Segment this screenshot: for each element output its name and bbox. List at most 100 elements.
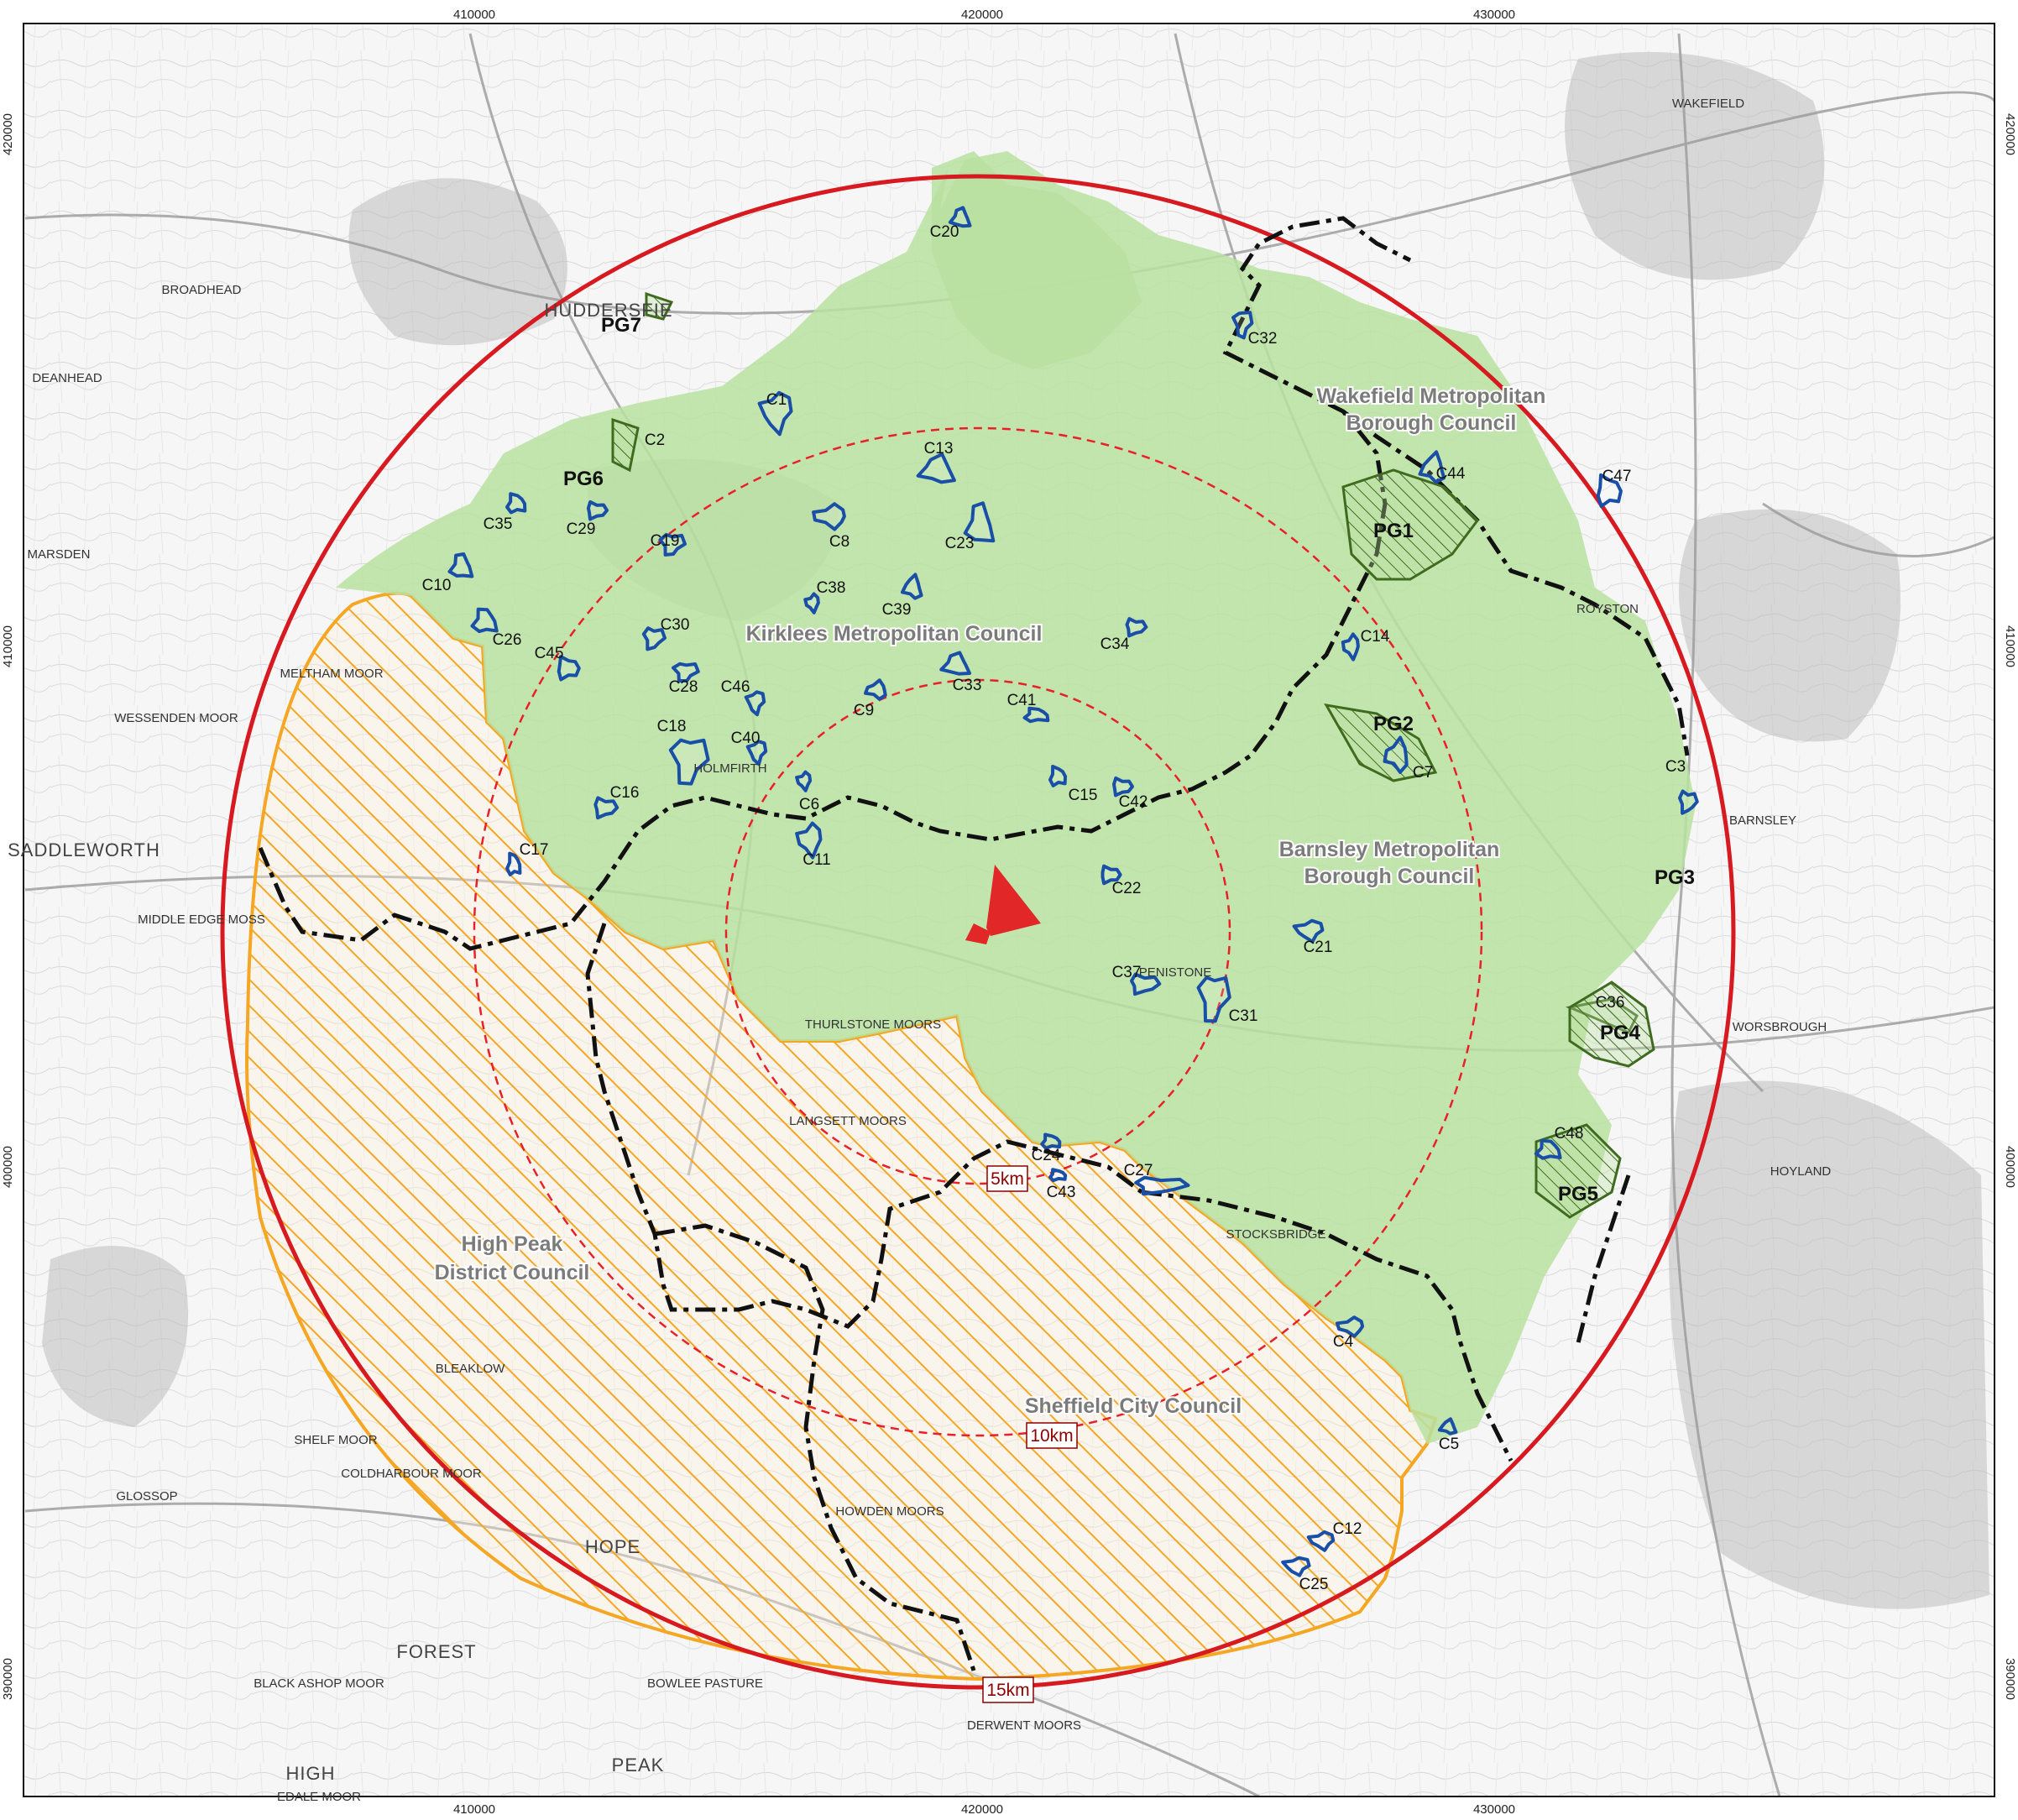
site-outline-c48 [1534,1138,1562,1160]
pg-label-pg3: PG3 [1655,866,1695,889]
grid-label-easting-bottom: 420000 [961,1802,1003,1817]
place-label: DERWENT MOORS [967,1718,1081,1733]
study-area-green-north [932,151,1142,369]
site-label-c30: C30 [661,616,690,634]
urban-areas [42,51,1989,1609]
site-outline-c22 [1100,864,1122,886]
grid-label-easting-top: 410000 [453,8,495,22]
site-outline-c28 [672,662,700,682]
council-label-high-peak: High Peak [462,1232,563,1256]
site-label-c38: C38 [817,579,846,597]
site-outline-c21 [1292,918,1325,944]
site-outline-c43 [1048,1168,1068,1183]
site-label-c7: C7 [1413,764,1433,782]
place-label: FOREST [396,1641,476,1662]
grid-label-easting-top: 420000 [961,8,1003,22]
site-outline-c10 [447,552,474,578]
pg-label-pg2: PG2 [1373,713,1414,735]
site-outline-c1 [757,390,793,437]
site-outline-c9 [864,678,887,701]
ring-label-15km: 15km [986,1681,1029,1700]
site-outline-c26 [470,607,499,634]
place-labels: HUDDERSFIEWAKEFIELDROYSTONBARNSLEYWORSBR… [8,97,1831,1804]
site-outline-c31 [1196,975,1231,1023]
site-outline-c41 [1022,706,1050,724]
site-outline-c23 [963,501,996,543]
place-label: DEANHEAD [32,371,102,385]
site-label-c21: C21 [1304,939,1333,956]
site-label-c42: C42 [1119,793,1148,811]
place-label: EDALE MOOR [277,1790,361,1804]
site-outline-c4 [1336,1315,1365,1338]
site-outline-c6 [795,770,813,792]
site-label-c13: C13 [924,440,954,458]
site-label-c16: C16 [610,784,640,802]
site-label-c40: C40 [731,730,761,747]
site-label-c46: C46 [721,678,750,696]
grid-label-northing-left: 390000 [1,1658,15,1700]
site-outline-c30 [641,626,667,651]
site-label-c48: C48 [1555,1125,1584,1143]
grid-label-northing-right: 410000 [2003,625,2017,667]
site-outline-c8 [812,502,846,531]
ring-label-box [986,1165,1028,1192]
site-outline-c3 [1678,789,1699,815]
site-outline-c35 [505,492,527,515]
site-label-c1: C1 [766,391,787,409]
site-outline-c44 [1418,450,1446,484]
place-label: BARNSLEY [1729,813,1796,828]
place-label: LANGSETT MOORS [789,1114,907,1128]
council-label-barnsley: Barnsley Metropolitan [1279,838,1500,861]
site-label-c25: C25 [1299,1576,1329,1593]
grid-label-easting-top: 430000 [1473,8,1515,22]
site-label-c11: C11 [802,851,830,869]
site-outline-c25 [1281,1556,1311,1577]
site-shapes [447,206,1699,1577]
site-outline-c47 [1596,473,1623,509]
ring-label-10km: 10km [1030,1426,1073,1446]
ring-5km [724,678,1231,1185]
site-label-c31: C31 [1229,1007,1258,1025]
ring-10km [473,426,1483,1437]
site-outline-c24 [1040,1132,1062,1150]
site-outline-c38 [803,592,820,615]
council-label-sheffield: Sheffield City Council [1025,1394,1242,1418]
place-label: SHELF MOOR [294,1433,377,1447]
site-outline-c20 [948,206,972,228]
place-label: STOCKSBRIDGE [1226,1227,1326,1242]
site-outline-c40 [745,740,768,766]
site-label-c36: C36 [1596,994,1625,1012]
site-outline-c27 [1134,1175,1190,1196]
place-label: BLACK ASHOP MOOR [254,1676,384,1691]
grid-label-northing-left: 410000 [1,625,15,667]
site-label-c43: C43 [1047,1184,1076,1201]
site-label-c22: C22 [1112,880,1142,897]
site-outline-c13 [916,452,956,484]
site-outline-c45 [557,655,581,682]
site-label-c10: C10 [422,577,452,594]
site-label-c41: C41 [1007,692,1037,709]
grid-label-northing-left: 400000 [1,1146,15,1188]
site-outline-c29 [586,499,609,521]
site-outline-c14 [1341,632,1360,662]
site-label-c32: C32 [1248,330,1278,348]
site-label-c39: C39 [882,601,912,619]
site-label-c33: C33 [953,677,982,694]
grid-label-northing-right: 420000 [2003,113,2017,155]
site-outline-c42 [1112,776,1134,798]
site-label-c37: C37 [1112,964,1142,981]
place-label: HOYLAND [1770,1164,1832,1179]
site-label-c2: C2 [645,431,665,449]
site-outline-c15 [1048,765,1068,787]
place-label: MELTHAM MOOR [280,667,383,681]
place-label: PENISTONE [1139,965,1211,980]
site-label-c29: C29 [567,520,596,538]
site-label-c44: C44 [1436,465,1466,483]
place-label: ROYSTON [1576,602,1639,616]
site-label-c12: C12 [1333,1520,1362,1538]
pg-label-pg4: PG4 [1600,1022,1641,1044]
place-label: COLDHARBOUR MOOR [341,1467,482,1481]
